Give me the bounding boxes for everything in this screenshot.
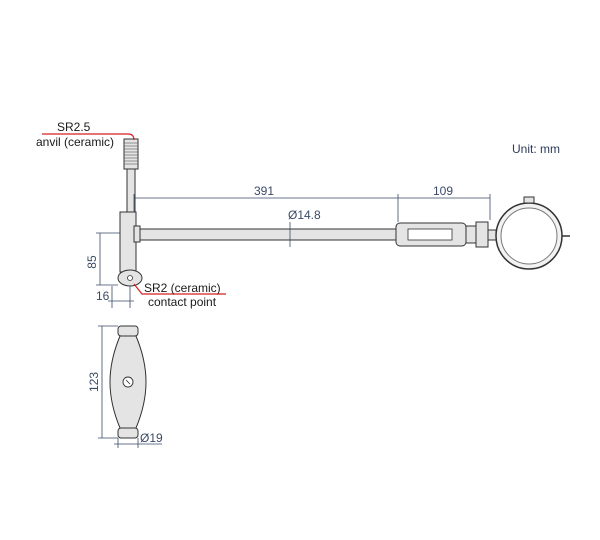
contact-leader-line: [133, 283, 226, 295]
grip-side-view: [109, 325, 147, 439]
head-width-value: 16: [96, 289, 110, 303]
grip-diameter-value: Ø19: [140, 431, 163, 445]
rod-diameter-value: Ø14.8: [288, 208, 321, 222]
handle-window: [407, 228, 453, 241]
rod-length-value: 391: [254, 184, 274, 198]
indicator-offset-value: 109: [433, 184, 453, 198]
dial-face: [500, 207, 558, 265]
rod-connector: [133, 225, 141, 243]
gauge-assembly: [117, 138, 570, 287]
anvil-size-label: SR2.5: [57, 120, 91, 134]
indicator-stem: [487, 229, 497, 241]
dimension-rod-diameter: Ø14.8: [288, 208, 321, 247]
dimension-indicator-offset: 109: [398, 184, 491, 220]
contact-screw-icon: [127, 275, 133, 281]
handle-collar: [465, 225, 477, 244]
unit-label: Unit: mm: [512, 142, 560, 156]
grip-bottom-cap: [117, 427, 139, 439]
head-height-value: 85: [85, 255, 99, 269]
contact-size-label: SR2 (ceramic): [144, 281, 221, 295]
contact-name-label: contact point: [148, 295, 217, 309]
indicator-clamp: [475, 221, 489, 248]
anvil-name-label: anvil (ceramic): [36, 135, 114, 149]
extension-rod: [135, 228, 399, 241]
dimension-rod-length: 391: [133, 184, 399, 222]
anvil-knurled-stem: [123, 138, 139, 170]
dimension-grip-diameter: Ø19: [114, 431, 163, 448]
dimension-grip-height: 123: [87, 325, 118, 439]
dimension-head-width: 16: [96, 286, 134, 308]
grip-top-cap: [117, 325, 139, 337]
anvil-leader-line: [42, 133, 135, 141]
contact-callout: SR2 (ceramic) contact point: [133, 281, 226, 309]
knurl-lines: [124, 142, 138, 165]
dimension-head-height: 85: [85, 232, 120, 286]
grip-height-value: 123: [87, 372, 101, 392]
dial-top-cap: [523, 196, 535, 204]
anvil-callout: SR2.5 anvil (ceramic): [36, 120, 135, 149]
